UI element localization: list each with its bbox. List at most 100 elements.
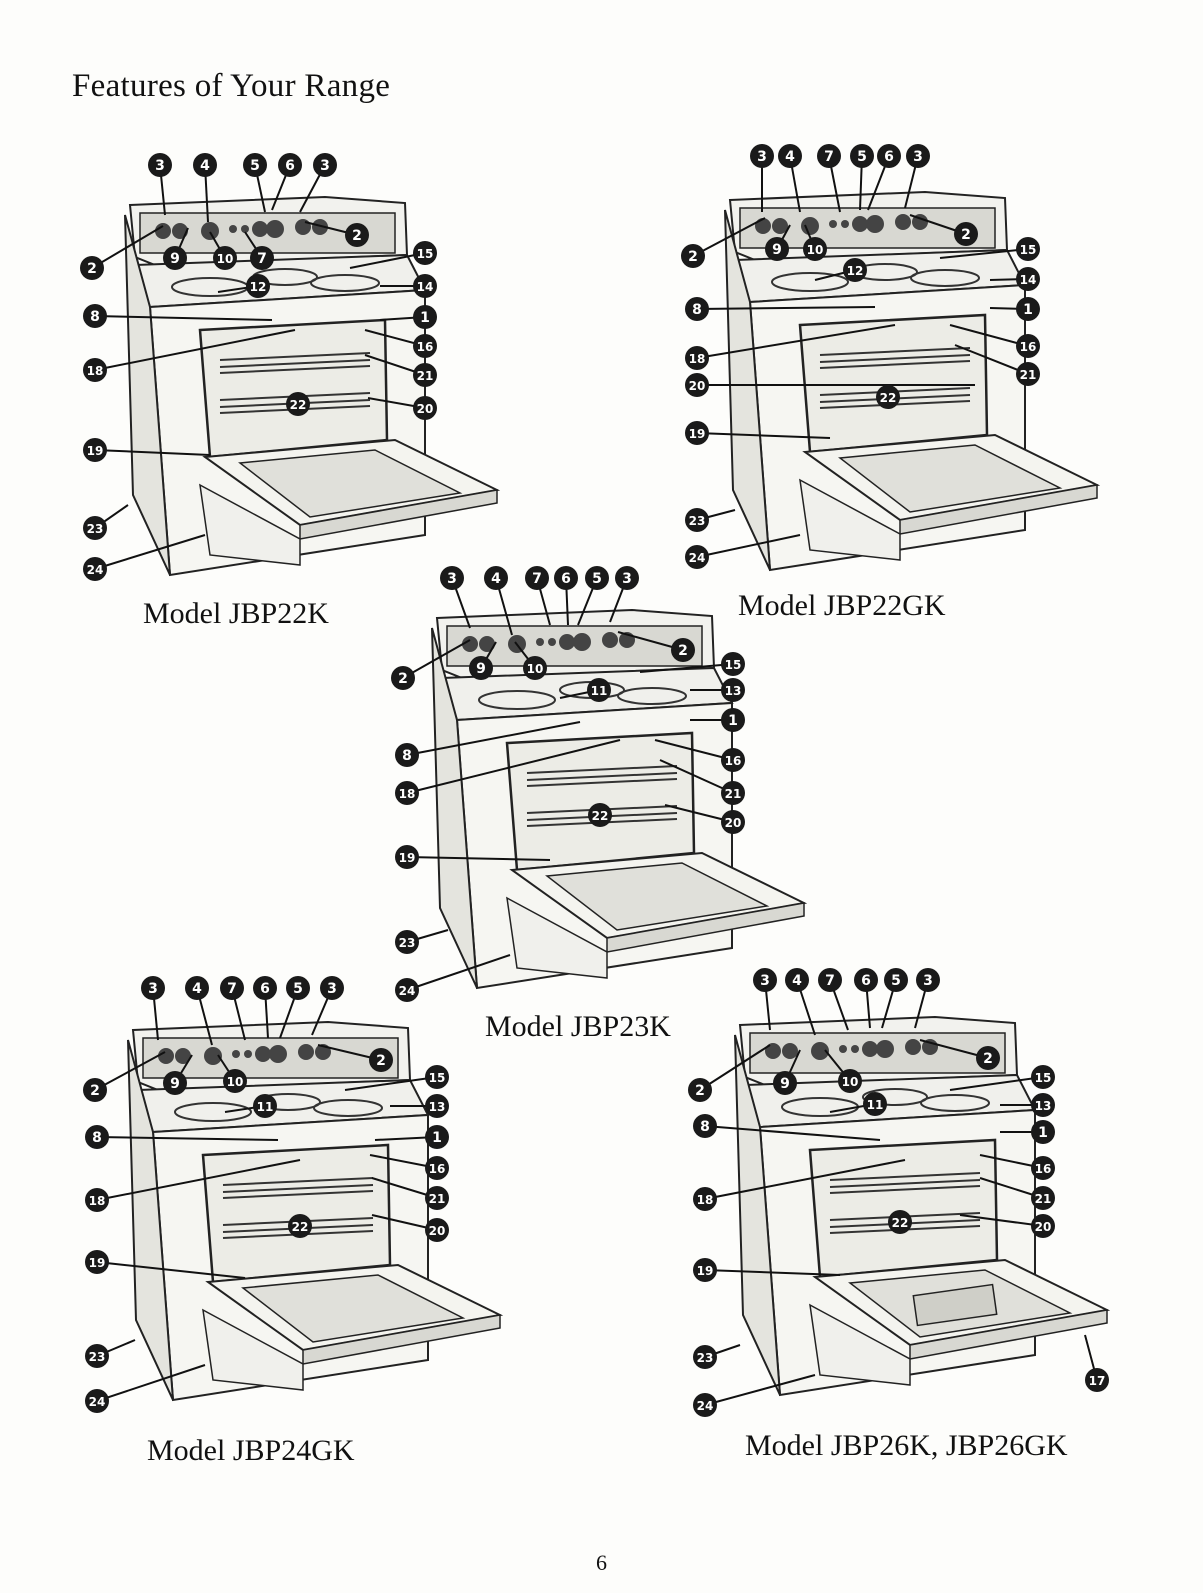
leader-line bbox=[696, 534, 801, 558]
callout-marker bbox=[345, 223, 369, 247]
callout-5: 5 bbox=[850, 144, 874, 211]
callout-number: 6 bbox=[561, 571, 571, 587]
callout-marker bbox=[554, 566, 578, 590]
callout-marker bbox=[1016, 297, 1040, 321]
callout-marker bbox=[246, 274, 270, 298]
callout-19: 19 bbox=[395, 845, 551, 869]
callout-marker bbox=[765, 237, 789, 261]
callout-marker bbox=[818, 968, 842, 992]
callout-4: 4 bbox=[484, 566, 513, 636]
callout-marker bbox=[721, 708, 745, 732]
callout-marker bbox=[163, 1071, 187, 1095]
callout-marker bbox=[1016, 362, 1040, 386]
callout-number: 2 bbox=[87, 261, 97, 277]
callout-number: 7 bbox=[825, 973, 835, 989]
callout-number: 5 bbox=[250, 158, 260, 174]
callout-number: 2 bbox=[90, 1083, 100, 1099]
callout-marker bbox=[876, 385, 900, 409]
leader-line bbox=[692, 217, 766, 257]
callout-9: 9 bbox=[163, 1054, 193, 1095]
callout-number: 10 bbox=[227, 1075, 244, 1089]
callout-marker bbox=[413, 274, 437, 298]
callout-marker bbox=[395, 781, 419, 805]
leader-line bbox=[96, 1261, 246, 1279]
callout-marker bbox=[685, 508, 709, 532]
callout-marker bbox=[976, 1046, 1000, 1070]
callout-marker bbox=[286, 976, 310, 1000]
callout-number: 18 bbox=[689, 352, 706, 366]
callout-number: 17 bbox=[1089, 1374, 1106, 1388]
callout-number: 11 bbox=[867, 1098, 884, 1112]
callout-4: 4 bbox=[185, 976, 213, 1046]
callout-number: 13 bbox=[725, 684, 742, 698]
callout-marker bbox=[525, 566, 549, 590]
callout-number: 20 bbox=[417, 402, 434, 416]
callout-number: 4 bbox=[785, 149, 795, 165]
callout-16: 16 bbox=[364, 329, 437, 358]
callout-number: 10 bbox=[842, 1075, 859, 1089]
callout-marker bbox=[185, 976, 209, 1000]
callout-number: 20 bbox=[689, 379, 706, 393]
model-caption-jbp24gk: Model JBP24GK bbox=[147, 1434, 355, 1467]
callout-2: 2 bbox=[317, 1044, 393, 1072]
callout-number: 3 bbox=[155, 158, 165, 174]
callout-number: 2 bbox=[688, 249, 698, 265]
callout-number: 8 bbox=[692, 302, 702, 318]
callout-number: 21 bbox=[429, 1192, 446, 1206]
callout-number: 1 bbox=[1038, 1125, 1048, 1141]
callout-1: 1 bbox=[989, 297, 1040, 321]
callout-1: 1 bbox=[379, 305, 437, 329]
callout-marker bbox=[213, 246, 237, 270]
leader-line bbox=[639, 663, 734, 673]
callout-number: 15 bbox=[417, 247, 434, 261]
callout-number: 22 bbox=[290, 398, 307, 412]
callout-marker bbox=[773, 1071, 797, 1095]
callout-5: 5 bbox=[577, 566, 609, 626]
callout-10: 10 bbox=[824, 1049, 862, 1093]
leader-line bbox=[704, 1125, 881, 1141]
callout-marker bbox=[877, 144, 901, 168]
callout-5: 5 bbox=[881, 968, 908, 1029]
callout-marker bbox=[1016, 237, 1040, 261]
callout-6: 6 bbox=[271, 153, 302, 211]
callout-number: 6 bbox=[260, 981, 270, 997]
callout-marker bbox=[369, 1048, 393, 1072]
callout-8: 8 bbox=[85, 1125, 279, 1149]
callout-marker bbox=[313, 153, 337, 177]
callout-18: 18 bbox=[693, 1159, 906, 1211]
callout-number: 18 bbox=[89, 1194, 106, 1208]
callout-number: 6 bbox=[285, 158, 295, 174]
callout-number: 21 bbox=[417, 369, 434, 383]
callout-7: 7 bbox=[818, 968, 849, 1031]
leader-line bbox=[959, 1214, 1044, 1227]
callout-marker bbox=[681, 244, 705, 268]
leader-line bbox=[94, 315, 273, 321]
callout-marker bbox=[413, 334, 437, 358]
callout-2: 2 bbox=[919, 1039, 1000, 1070]
callout-number: 12 bbox=[250, 280, 267, 294]
callout-21: 21 bbox=[659, 759, 745, 805]
callout-marker bbox=[395, 930, 419, 954]
callout-marker bbox=[1031, 1120, 1055, 1144]
callout-marker bbox=[83, 1078, 107, 1102]
callout-21: 21 bbox=[364, 354, 437, 387]
leader-line bbox=[949, 1076, 1044, 1091]
callout-number: 3 bbox=[760, 973, 770, 989]
callout-number: 1 bbox=[1023, 302, 1033, 318]
callout-marker bbox=[278, 153, 302, 177]
callout-marker bbox=[850, 144, 874, 168]
callout-number: 3 bbox=[148, 981, 158, 997]
callout-3: 3 bbox=[311, 976, 344, 1036]
callout-marker bbox=[588, 803, 612, 827]
leader-line bbox=[699, 1044, 771, 1091]
leader-line bbox=[949, 324, 1029, 347]
callout-20: 20 bbox=[664, 804, 745, 834]
callout-marker bbox=[671, 638, 695, 662]
callout-number: 2 bbox=[678, 643, 688, 659]
callout-marker bbox=[838, 1069, 862, 1093]
callout-marker bbox=[1085, 1368, 1109, 1392]
callout-number: 18 bbox=[697, 1193, 714, 1207]
callout-marker bbox=[863, 1092, 887, 1116]
page-title: Features of Your Range bbox=[72, 68, 391, 104]
callout-22: 22 bbox=[286, 392, 310, 416]
